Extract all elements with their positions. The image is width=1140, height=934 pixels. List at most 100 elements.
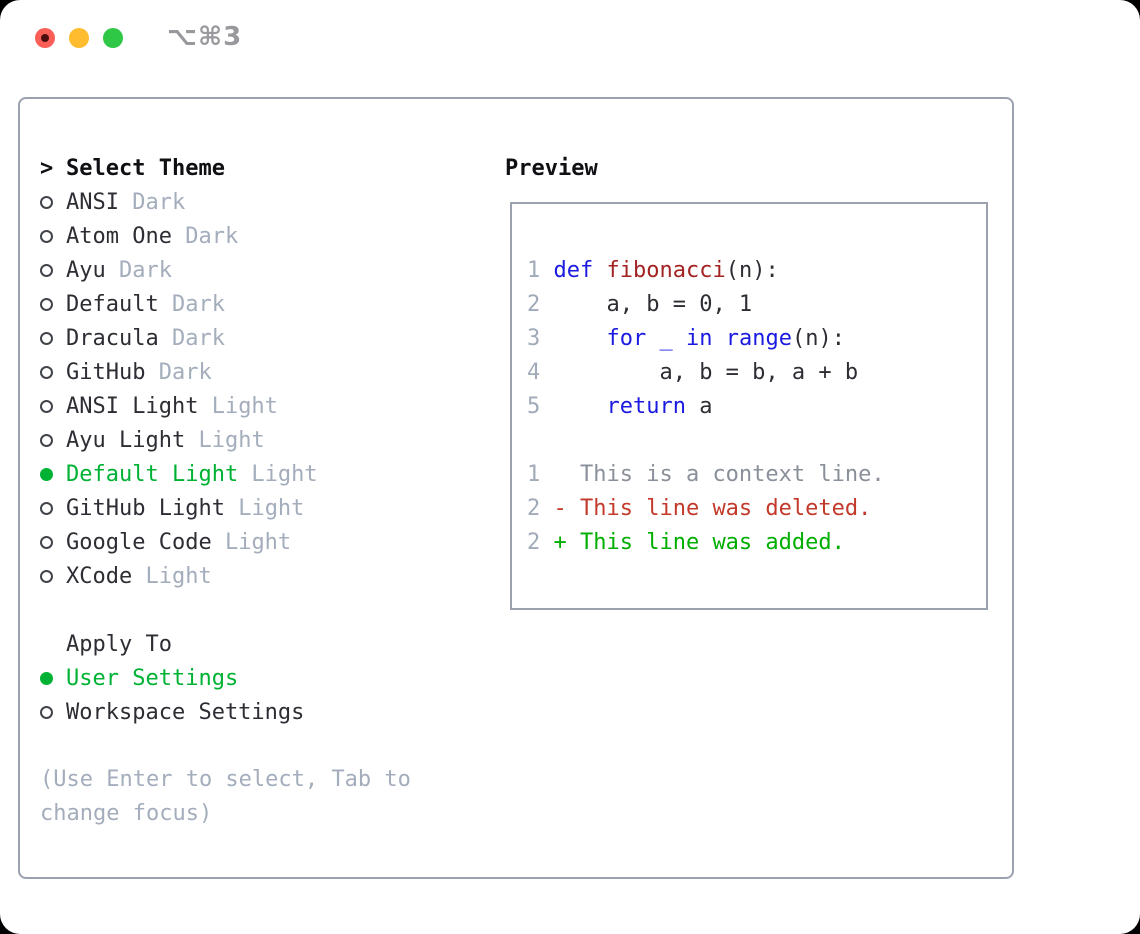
code-line: 1 def fibonacci(n):: [527, 258, 779, 283]
apply-option-workspace-settings[interactable]: Workspace Settings: [40, 695, 480, 729]
apply-option-user-settings[interactable]: User Settings: [40, 661, 480, 695]
line-number: 3: [527, 326, 541, 351]
theme-option-dracula[interactable]: Dracula Dark: [40, 321, 480, 355]
blank-line: [527, 424, 885, 458]
line-number: 5: [527, 394, 541, 419]
line-number: 2: [527, 530, 541, 555]
line-number: 1: [527, 462, 541, 487]
theme-variant-tag: Light: [211, 529, 292, 555]
radio-gutter: [40, 229, 66, 243]
theme-option-default[interactable]: Default Dark: [40, 287, 480, 321]
select-theme-header: > Select Theme: [40, 151, 480, 185]
theme-name: Atom One: [66, 223, 172, 249]
spacer: [40, 593, 480, 627]
close-button[interactable]: [35, 28, 55, 48]
radio-gutter: [40, 297, 66, 311]
prompt-cursor-icon: >: [40, 155, 54, 181]
theme-option-github[interactable]: GitHub Dark: [40, 355, 480, 389]
apply-option-label: User Settings: [66, 665, 239, 691]
theme-name: ANSI: [66, 189, 119, 215]
diff-line-ctx: 1 This is a context line.: [527, 462, 885, 487]
code-line: 5 return a: [527, 394, 713, 419]
radio-icon: [40, 467, 53, 481]
line-number: 2: [527, 496, 541, 521]
radio-icon: [40, 229, 53, 243]
theme-option-xcode[interactable]: XCode Light: [40, 559, 480, 593]
theme-option-ayu-light[interactable]: Ayu Light Light: [40, 423, 480, 457]
select-theme-title: Select Theme: [66, 155, 225, 181]
radio-icon: [40, 705, 53, 719]
theme-option-atom-one[interactable]: Atom One Dark: [40, 219, 480, 253]
radio-gutter: [40, 399, 66, 413]
radio-icon: [40, 501, 53, 515]
theme-option-default-light[interactable]: Default Light Light: [40, 457, 480, 491]
theme-list: ANSI Dark Atom One Dark Ayu Dark Default…: [40, 185, 480, 593]
radio-icon: [40, 365, 53, 379]
radio-icon: [40, 297, 53, 311]
radio-icon: [40, 433, 53, 447]
theme-name: Google Code: [66, 529, 212, 555]
line-number: 1: [527, 258, 541, 283]
window-shortcut-label: ⌥⌘3: [167, 22, 243, 52]
code-line: 3 for _ in range(n):: [527, 326, 845, 351]
apply-to-list: User Settings Workspace Settings: [40, 661, 480, 729]
theme-name: ANSI Light: [66, 393, 199, 419]
theme-name: XCode: [66, 563, 133, 589]
theme-name: Default Light: [66, 461, 239, 487]
spacer: [40, 729, 480, 763]
radio-gutter: [40, 195, 66, 209]
code-preview: 1 def fibonacci(n): 2 a, b = 0, 1 3 for _ …: [527, 254, 885, 560]
theme-option-ansi[interactable]: ANSI Dark: [40, 185, 480, 219]
theme-variant-tag: Light: [185, 427, 265, 453]
code-line: 2 a, b = 0, 1: [527, 292, 753, 317]
line-number: 4: [527, 360, 541, 385]
theme-option-ayu[interactable]: Ayu Dark: [40, 253, 480, 287]
preview-box: 1 def fibonacci(n): 2 a, b = 0, 1 3 for _ …: [510, 202, 988, 610]
radio-gutter: [40, 501, 66, 515]
radio-icon: [40, 331, 53, 345]
radio-gutter: [40, 569, 66, 583]
hint-text: (Use Enter to select, Tab to change focu…: [40, 767, 411, 826]
theme-name: Default: [66, 291, 159, 317]
radio-icon: [40, 671, 53, 685]
radio-gutter: [40, 331, 66, 345]
theme-name: Dracula: [66, 325, 159, 351]
titlebar: ⌥⌘3: [0, 0, 1140, 76]
preview-title: Preview: [505, 155, 598, 181]
theme-variant-tag: Dark: [158, 325, 225, 351]
theme-variant-tag: Dark: [145, 359, 212, 385]
code-line: 4 a, b = b, a + b: [527, 360, 859, 385]
radio-gutter: [40, 535, 66, 549]
radio-gutter: [40, 467, 66, 481]
theme-name: Ayu Light: [66, 427, 186, 453]
theme-name: Ayu: [66, 257, 106, 283]
theme-picker-column: > Select Theme ANSI Dark Atom One Dark A…: [40, 151, 480, 831]
minimize-button[interactable]: [69, 28, 89, 48]
radio-icon: [40, 263, 53, 277]
zoom-button[interactable]: [103, 28, 123, 48]
radio-gutter: [40, 433, 66, 447]
radio-icon: [40, 569, 53, 583]
diff-line-deleted: 2 - This line was deleted.: [527, 496, 872, 521]
theme-name: GitHub: [66, 359, 146, 385]
radio-gutter: [40, 671, 66, 685]
theme-picker-panel: > Select Theme ANSI Dark Atom One Dark A…: [18, 97, 1014, 879]
line-number: 2: [527, 292, 541, 317]
theme-option-google-code[interactable]: Google Code Light: [40, 525, 480, 559]
theme-variant-tag: Dark: [118, 189, 186, 215]
radio-gutter: [40, 705, 66, 719]
theme-variant-tag: Light: [224, 495, 305, 521]
radio-icon: [40, 195, 53, 209]
radio-gutter: [40, 263, 66, 277]
apply-option-label: Workspace Settings: [66, 699, 305, 725]
apply-to-header: Apply To: [40, 627, 480, 661]
theme-variant-tag: Dark: [105, 257, 172, 283]
theme-option-ansi-light[interactable]: ANSI Light Light: [40, 389, 480, 423]
theme-variant-tag: Light: [238, 461, 318, 487]
radio-icon: [40, 535, 53, 549]
diff-line-added: 2 + This line was added.: [527, 530, 845, 555]
theme-option-github-light[interactable]: GitHub Light Light: [40, 491, 480, 525]
radio-gutter: [40, 365, 66, 379]
theme-variant-tag: Dark: [158, 291, 225, 317]
